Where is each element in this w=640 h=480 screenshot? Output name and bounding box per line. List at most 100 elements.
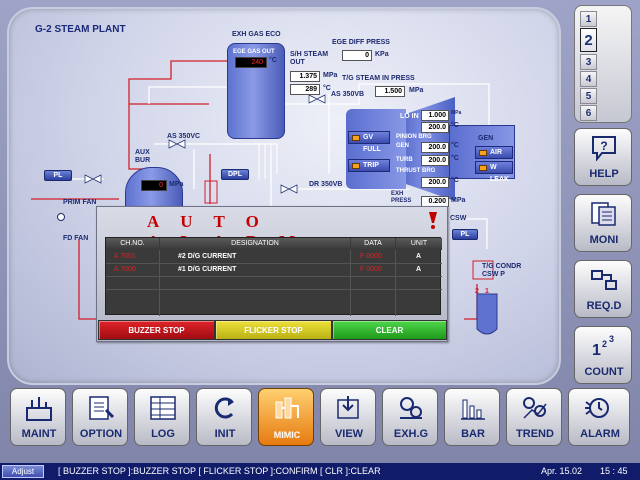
log-button[interactable]: LOG: [134, 388, 190, 446]
row-sep: [106, 276, 442, 277]
page-tab-4[interactable]: 4: [580, 71, 597, 87]
tg-steam-unit: MPa: [409, 87, 424, 94]
ege-gas-out-label: EGE GAS OUT: [233, 49, 275, 55]
init-label: INIT: [214, 428, 236, 440]
page-tab-2[interactable]: 2: [580, 28, 597, 52]
col-sep: [350, 250, 351, 316]
alarm-row-2-designation[interactable]: #1 D/G CURRENT: [178, 266, 237, 273]
lo-in-label: LO IN: [400, 113, 419, 120]
req-d-label: REQ.D: [586, 300, 622, 312]
count-button[interactable]: 1 2 3 COUNT: [574, 326, 632, 384]
valves: [84, 94, 326, 194]
as350vb-label: AS 350VB: [331, 91, 365, 98]
page-tab-5[interactable]: 5: [580, 88, 597, 104]
pl-tag-left[interactable]: PL: [44, 170, 72, 181]
count-icon: 1 2 3: [592, 334, 614, 359]
log-label: LOG: [151, 428, 175, 440]
request-icon: [591, 270, 617, 290]
aux-bur-label: AUX: [135, 149, 150, 156]
air-th-indicator[interactable]: AIR TH: [475, 146, 513, 168]
exh-g-button[interactable]: EXH.G: [382, 388, 438, 446]
heat-lines: [258, 144, 278, 179]
lo-out-unit: °C: [451, 122, 459, 129]
sh-steam-label: S/H STEAM: [290, 51, 329, 58]
row-sep: [106, 263, 442, 264]
exh-gas-eco-label: EXH GAS ECO: [232, 31, 281, 38]
clear-button[interactable]: CLEAR: [332, 320, 447, 340]
svg-text:3: 3: [609, 334, 614, 344]
prim-fan-label: PRIM FAN: [63, 199, 97, 206]
alarm-row-1-unit[interactable]: A: [416, 253, 422, 260]
buzzer-stop-button[interactable]: BUZZER STOP: [98, 320, 215, 340]
sh-steam-temp-unit: °C: [323, 85, 331, 92]
csw-pump-2: 2: [475, 288, 479, 295]
tg-condr-csw-label: CSW P: [482, 271, 505, 278]
alarm-label: ALARM: [580, 428, 620, 440]
exh-press-label-2: PRESS: [391, 198, 412, 204]
trend-icon: [523, 397, 547, 419]
req-d-button[interactable]: REQ.D: [574, 260, 632, 318]
page-tabs: 1 2 3 4 5 6: [574, 5, 632, 123]
gv-full-indicator[interactable]: GV FULL: [348, 131, 390, 153]
mimic-button[interactable]: MIMIC: [258, 388, 314, 446]
w-leak-indicator[interactable]: W LEAK: [475, 161, 513, 183]
maint-button[interactable]: MAINT: [10, 388, 66, 446]
view-label: VIEW: [334, 428, 364, 440]
tg-condenser: [476, 293, 498, 335]
svg-text:1: 1: [592, 342, 601, 359]
col-sep: [159, 250, 160, 316]
alarm-row-2-data[interactable]: F 0000: [360, 266, 382, 273]
exh-press-label: EXH: [391, 191, 404, 197]
col-designation: DESIGNATION: [160, 238, 350, 250]
lo-in-value: 1.000: [421, 110, 449, 121]
lo-out-value: 200.0: [421, 122, 449, 133]
lo-in-unit: MPa: [451, 110, 462, 116]
sh-steam-press-value: 1.375: [290, 71, 320, 82]
ege-gas-out-unit: °C: [269, 57, 277, 64]
air-th-led: [479, 150, 487, 156]
alarm-row-2-unit[interactable]: A: [416, 266, 422, 273]
alarm-button[interactable]: ALARM: [568, 388, 630, 446]
page-tab-1[interactable]: 1: [580, 11, 597, 27]
gen-label: GEN: [478, 135, 494, 142]
bar-label: BAR: [461, 428, 485, 440]
status-message: [ BUZZER STOP ]:BUZZER STOP [ FLICKER ST…: [58, 466, 381, 476]
option-label: OPTION: [79, 428, 123, 440]
bar-button[interactable]: BAR: [444, 388, 500, 446]
trend-button[interactable]: TREND: [506, 388, 562, 446]
view-button[interactable]: VIEW: [320, 388, 376, 446]
alarm-row-1-ch[interactable]: A 7001: [114, 253, 136, 260]
pl-tag-right[interactable]: PL: [452, 229, 478, 240]
init-button[interactable]: INIT: [196, 388, 252, 446]
option-button[interactable]: OPTION: [72, 388, 128, 446]
exhaust-gas-icon: [400, 397, 422, 419]
trip-led: [352, 163, 360, 169]
log-icon: [150, 396, 176, 420]
turb-unit: °C: [451, 155, 459, 162]
gv-full-label: GV FULL: [363, 134, 381, 153]
w-leak-led: [479, 165, 487, 171]
moni-button[interactable]: MONI: [574, 194, 632, 252]
help-button[interactable]: ? HELP: [574, 128, 632, 186]
w-leak-label: W LEAK: [490, 164, 510, 183]
alarm-row-2-ch[interactable]: A 7000: [114, 266, 136, 273]
turb-label: TURB: [396, 157, 413, 163]
as350vc-label: AS 350VC: [167, 133, 201, 140]
turb-value: 200.0: [421, 155, 449, 166]
exh-g-label: EXH.G: [393, 428, 429, 440]
tg-condr-label: T/G CONDR: [482, 263, 522, 270]
flicker-stop-button[interactable]: FLICKER STOP: [215, 320, 332, 340]
alarm-row-1-designation[interactable]: #2 D/G CURRENT: [178, 253, 237, 260]
trip-indicator[interactable]: TRIP: [348, 159, 390, 172]
exh-press-unit: MPa: [451, 197, 466, 204]
adjust-button[interactable]: Adjust: [2, 465, 44, 478]
ege-gas-out-value: 240: [235, 57, 267, 68]
status-bar: Adjust [ BUZZER STOP ]:BUZZER STOP [ FLI…: [0, 463, 640, 480]
page-tab-6[interactable]: 6: [580, 105, 597, 121]
col-data: DATA: [351, 238, 395, 250]
dpl-tag[interactable]: DPL: [221, 169, 249, 180]
thrust-brg-label: THRUST BRG: [396, 168, 436, 174]
alarm-row-1-data[interactable]: F 0000: [360, 253, 382, 260]
page-tab-3[interactable]: 3: [580, 54, 597, 70]
